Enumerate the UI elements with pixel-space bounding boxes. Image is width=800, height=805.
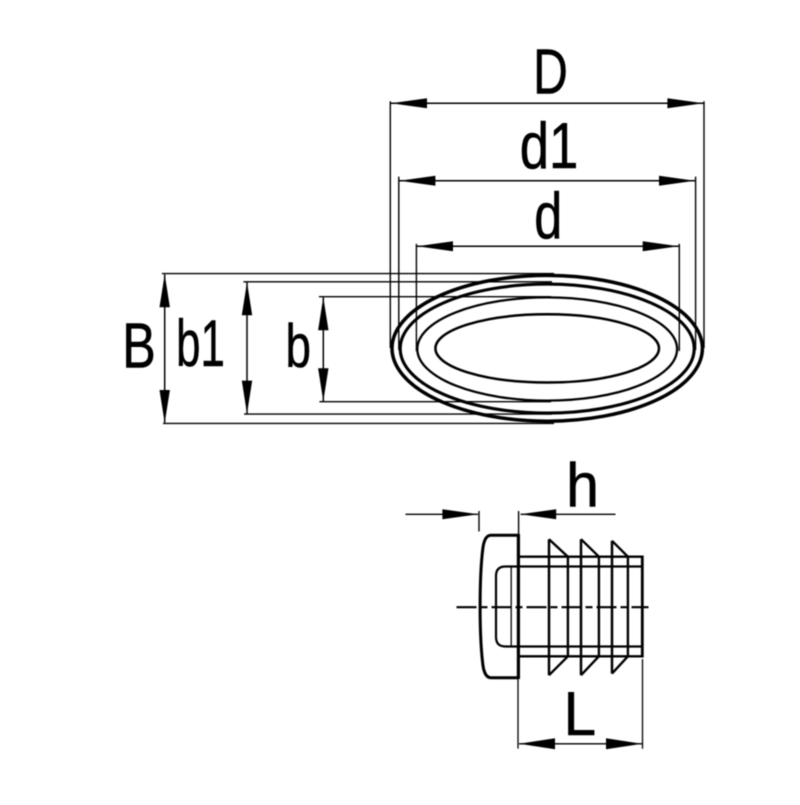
svg-text:D: D — [533, 36, 568, 107]
svg-text:b1: b1 — [176, 306, 225, 380]
svg-text:b: b — [285, 313, 310, 381]
svg-text:d1: d1 — [520, 109, 579, 183]
svg-text:B: B — [122, 311, 156, 382]
svg-text:h: h — [566, 450, 599, 520]
svg-text:d: d — [534, 180, 562, 253]
svg-text:L: L — [564, 679, 596, 748]
